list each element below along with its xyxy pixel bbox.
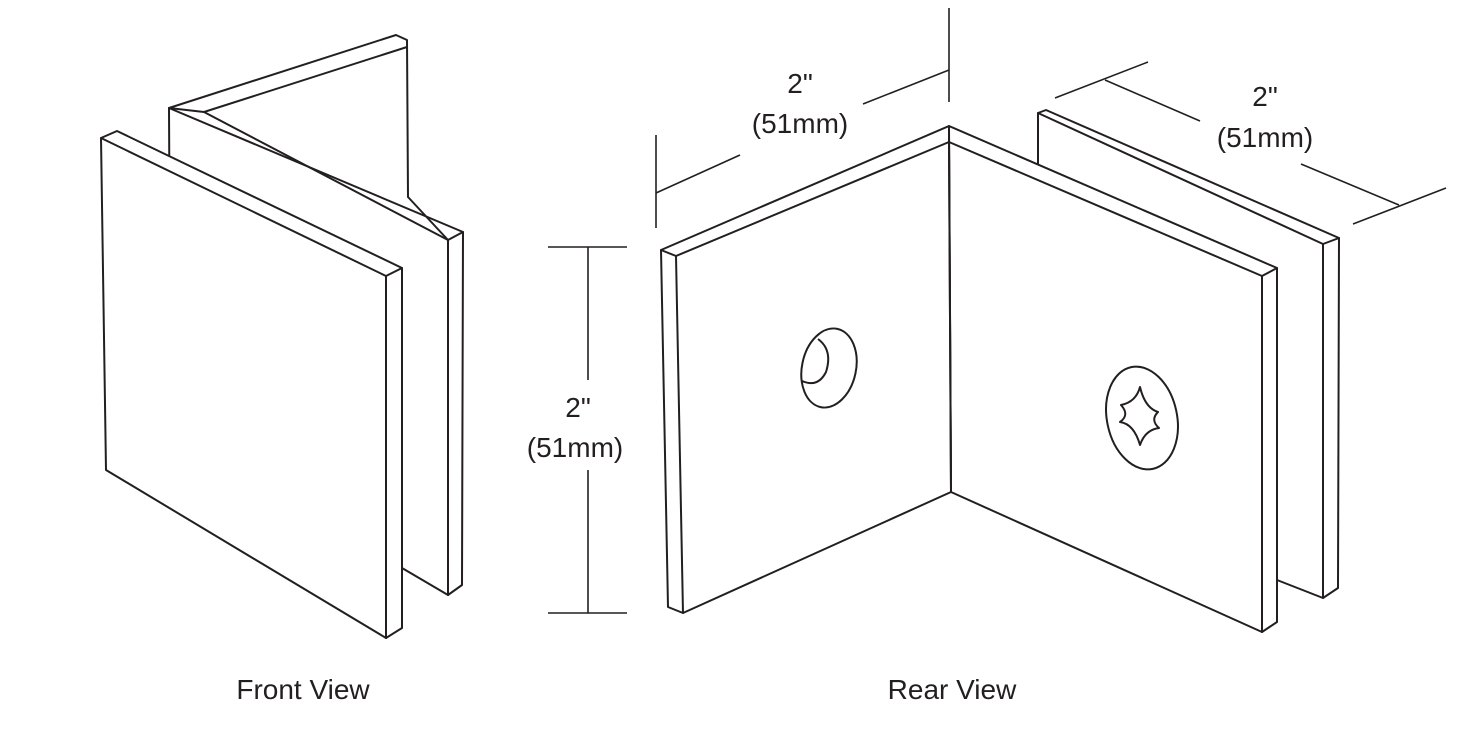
dimension-height-lines (548, 246, 627, 614)
phillips-screw-icon (1105, 365, 1179, 471)
front-view-drawing (100, 34, 464, 639)
rear-view-caption: Rear View (887, 674, 1017, 705)
dimension-right-width-lines (1054, 61, 1447, 225)
dim-left-width-inches: 2" (787, 68, 813, 99)
countersunk-hole (800, 327, 858, 409)
dim-right-width-inches: 2" (1252, 81, 1278, 112)
dim-height-inches: 2" (565, 392, 591, 423)
front-view-caption: Front View (236, 674, 370, 705)
front-plate (100, 130, 403, 639)
dim-height-mm: (51mm) (526, 432, 624, 463)
dimension-left-width-lines (655, 8, 950, 228)
rear-view-drawing (660, 109, 1340, 633)
dim-right-width-mm: (51mm) (1216, 122, 1314, 153)
dim-left-width-mm: (51mm) (751, 108, 849, 139)
